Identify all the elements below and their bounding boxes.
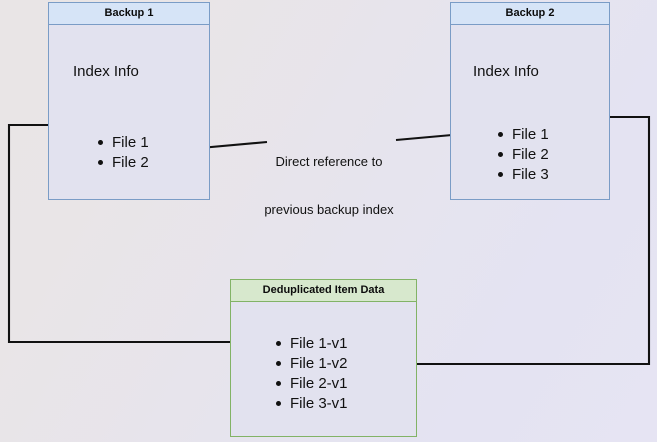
node-backup2-item-list: File 1 File 2 File 3 xyxy=(497,125,549,185)
node-deduplicated-item-data[interactable]: Deduplicated Item Data File 1-v1 File 1-… xyxy=(230,279,417,437)
bullet-icon xyxy=(98,140,103,145)
node-backup2-header: Backup 2 xyxy=(451,3,609,25)
list-item-label: File 1 xyxy=(512,126,549,143)
list-item: File 1-v2 xyxy=(275,354,348,374)
list-item-label: File 1-v1 xyxy=(290,335,348,352)
list-item: File 1 xyxy=(97,133,149,153)
list-item-label: File 1-v2 xyxy=(290,355,348,372)
edge-label-direct-reference: Direct reference to previous backup inde… xyxy=(248,122,410,250)
list-item-label: File 1 xyxy=(112,134,149,151)
node-backup2-subtitle: Index Info xyxy=(473,63,539,80)
bullet-icon xyxy=(276,361,281,366)
node-backup2[interactable]: Backup 2 Index Info File 1 File 2 File 3 xyxy=(450,2,610,200)
bullet-icon xyxy=(498,132,503,137)
edge-label-line1: Direct reference to xyxy=(275,154,383,169)
list-item: File 2 xyxy=(497,145,549,165)
edge-label-line2: previous backup index xyxy=(264,202,394,217)
bullet-icon xyxy=(98,160,103,165)
list-item: File 1-v1 xyxy=(275,334,348,354)
bullet-icon xyxy=(276,341,281,346)
node-backup1-header: Backup 1 xyxy=(49,3,209,25)
bullet-icon xyxy=(276,381,281,386)
list-item-label: File 2-v1 xyxy=(290,375,348,392)
node-dedup-body: File 1-v1 File 1-v2 File 2-v1 File 3-v1 xyxy=(231,302,416,436)
node-backup1[interactable]: Backup 1 Index Info File 1 File 2 xyxy=(48,2,210,200)
node-dedup-item-list: File 1-v1 File 1-v2 File 2-v1 File 3-v1 xyxy=(275,334,348,414)
node-backup1-body: Index Info File 1 File 2 xyxy=(49,25,209,199)
list-item: File 3-v1 xyxy=(275,394,348,414)
list-item-label: File 3 xyxy=(512,166,549,183)
list-item: File 3 xyxy=(497,165,549,185)
list-item: File 2-v1 xyxy=(275,374,348,394)
bullet-icon xyxy=(498,172,503,177)
bullet-icon xyxy=(498,152,503,157)
node-dedup-header: Deduplicated Item Data xyxy=(231,280,416,302)
list-item: File 1 xyxy=(497,125,549,145)
list-item-label: File 3-v1 xyxy=(290,395,348,412)
list-item-label: File 2 xyxy=(512,146,549,163)
list-item-label: File 2 xyxy=(112,154,149,171)
node-backup1-item-list: File 1 File 2 xyxy=(97,133,149,173)
node-backup1-subtitle: Index Info xyxy=(73,63,139,80)
list-item: File 2 xyxy=(97,153,149,173)
node-backup2-body: Index Info File 1 File 2 File 3 xyxy=(451,25,609,199)
bullet-icon xyxy=(276,401,281,406)
